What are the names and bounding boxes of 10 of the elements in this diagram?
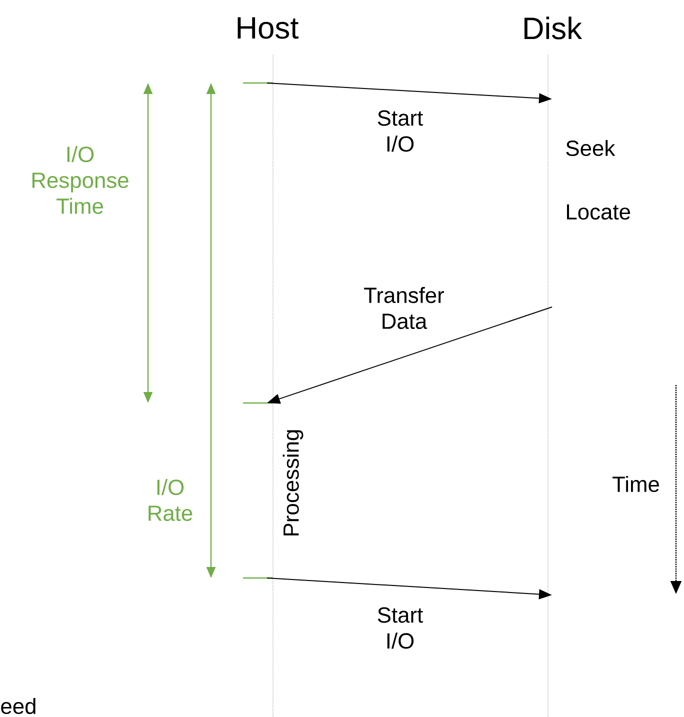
note-text: I/O Rate <box>148 479 192 521</box>
edge-label: Start I/O <box>378 607 423 649</box>
note-text: Time <box>612 476 659 492</box>
note-text: Locate <box>567 204 630 220</box>
note-text: Processing <box>282 430 304 536</box>
note-text: Seek <box>566 140 616 156</box>
edge-label: Transfer Data <box>364 287 444 329</box>
note-text: I/O Response Time <box>32 146 128 214</box>
note-text: eed <box>1 698 36 714</box>
edge-label: Start I/O <box>378 110 423 152</box>
